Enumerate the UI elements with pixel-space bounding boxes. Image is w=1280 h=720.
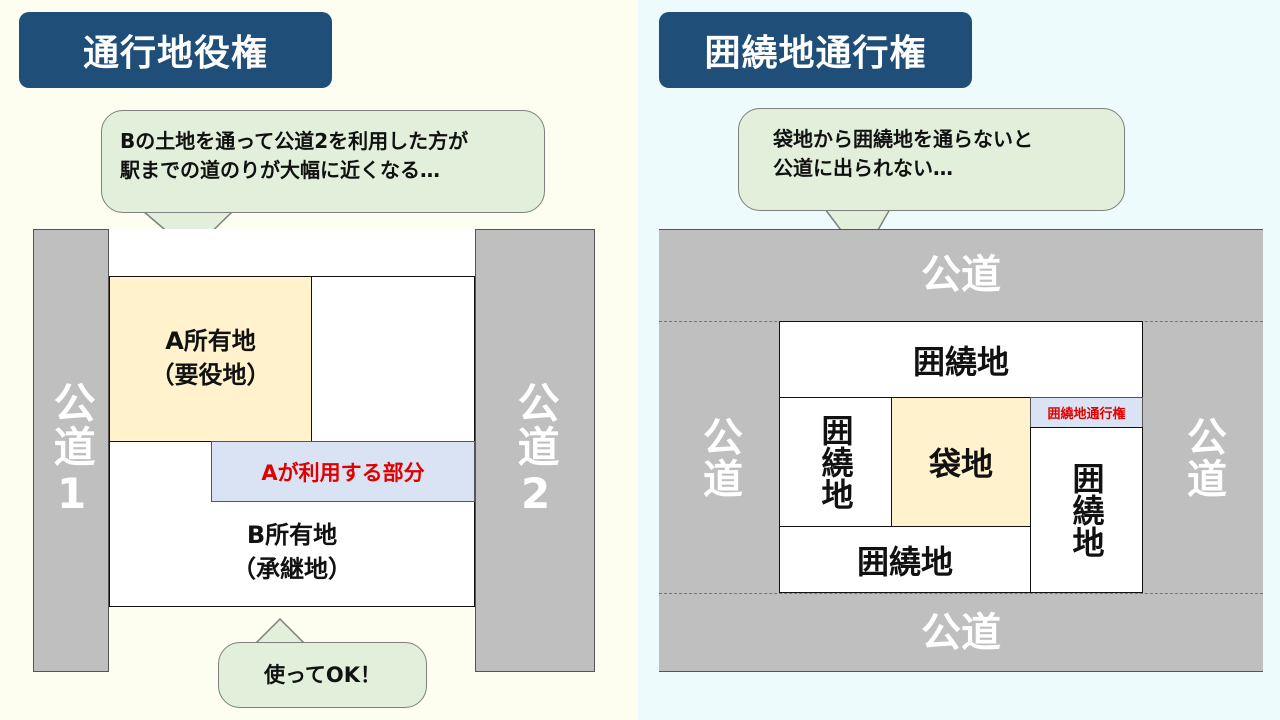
surrounding-land-right: 囲繞地 [1030, 427, 1143, 593]
public-road-2: 公道2 [475, 229, 595, 672]
public-road-left: 公道 [659, 322, 779, 593]
lot-a-dominant: A所有地 （要役地） [109, 276, 312, 442]
bubble-line: 袋地から囲繞地を通らないと [773, 127, 1033, 151]
public-road-1: 公道1 [33, 229, 109, 672]
right-of-way-strip: 囲繞地通行権 [1030, 397, 1143, 428]
surrounding-land-bottom: 囲繞地 [779, 526, 1031, 593]
bubble-line: Bの土地を通って公道2を利用した方が [120, 129, 469, 153]
easement-title: 通行地役権 [19, 12, 332, 88]
right-of-passage-title: 囲繞地通行権 [659, 12, 972, 88]
lot-label: （承継地） [232, 555, 352, 583]
lot-label: B所有地 [246, 521, 338, 550]
public-road-right: 公道 [1143, 322, 1263, 593]
thought-bubble: Bの土地を通って公道2を利用した方が 駅までの道のりが大幅に近くなる… [101, 110, 545, 213]
lot-label: A所有地 [165, 327, 256, 356]
ok-bubble: 使ってOK！ [218, 642, 427, 708]
surrounding-land-left: 囲繞地 [779, 397, 892, 527]
public-road-bottom: 公道 [659, 594, 1263, 671]
right-thought-bubble: 袋地から囲繞地を通らないと 公道に出られない… [738, 108, 1125, 211]
easement-part: Aが利用する部分 [211, 441, 475, 502]
lot-label: （要役地） [150, 361, 271, 389]
surrounding-land-top: 囲繞地 [779, 321, 1143, 398]
bubble-line: 駅までの道のりが大幅に近くなる… [120, 158, 440, 182]
road-divider [659, 593, 1263, 594]
lot-empty [311, 276, 475, 442]
bubble-line: 公道に出られない… [773, 156, 953, 180]
public-road-top: 公道 [659, 230, 1263, 320]
enclosed-land: 袋地 [891, 397, 1031, 527]
